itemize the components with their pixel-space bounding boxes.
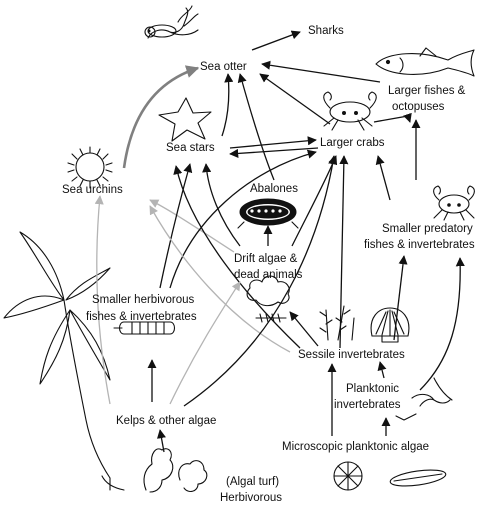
label-planktonic-1: Planktonic (346, 383, 399, 395)
label-herbivorous: Herbivorous (220, 492, 282, 504)
label-sea-stars: Sea stars (166, 142, 215, 154)
label-drift-1: Drift algae & (234, 253, 298, 265)
abalone-illustration (237, 198, 299, 229)
fish-illustration (375, 47, 475, 77)
trophic-arrows (94, 30, 465, 453)
algal-turf-illustration (143, 448, 208, 493)
label-kelps: Kelps & other algae (116, 415, 216, 427)
label-smaller-predatory-2: fishes & invertebrates (364, 239, 475, 251)
sessile-invertebrates-illustration (319, 305, 355, 341)
label-sharks: Sharks (308, 25, 344, 37)
sea-otter-illustration (144, 5, 199, 39)
small-crab-illustration (433, 185, 475, 221)
label-sea-otter: Sea otter (200, 61, 247, 73)
label-smaller-herbivorous-1: Smaller herbivorous (92, 294, 195, 306)
label-larger-crabs: Larger crabs (320, 137, 385, 149)
sea-star-illustration (158, 97, 212, 142)
label-microscopic-algae: Microscopic planktonic algae (282, 441, 429, 453)
planktonic-invertebrate-illustration (395, 377, 453, 421)
label-larger-fishes-1: Larger fishes & (388, 85, 466, 97)
label-larger-fishes-2: octopuses (392, 101, 445, 113)
label-planktonic-2: invertebrates (334, 399, 401, 411)
kelp-illustration (3, 231, 125, 491)
label-smaller-predatory-1: Smaller predatory (382, 223, 473, 235)
label-drift-2: dead animals (234, 269, 303, 281)
sea-urchin-illustration (67, 146, 113, 189)
scallop-illustration (370, 307, 410, 343)
label-sessile: Sessile invertebrates (298, 349, 405, 361)
larger-crab-illustration (323, 91, 377, 131)
label-abalones: Abalones (250, 183, 298, 195)
label-sea-urchins: Sea urchins (62, 184, 123, 196)
microscopic-algae-illustration (333, 461, 447, 491)
label-algal-turf: (Algal turf) (226, 476, 279, 488)
node-labels: Sharks Sea otter Larger fishes & octopus… (62, 25, 475, 504)
label-smaller-herbivorous-2: fishes & invertebrates (86, 311, 197, 323)
isopod-illustration (113, 321, 176, 335)
